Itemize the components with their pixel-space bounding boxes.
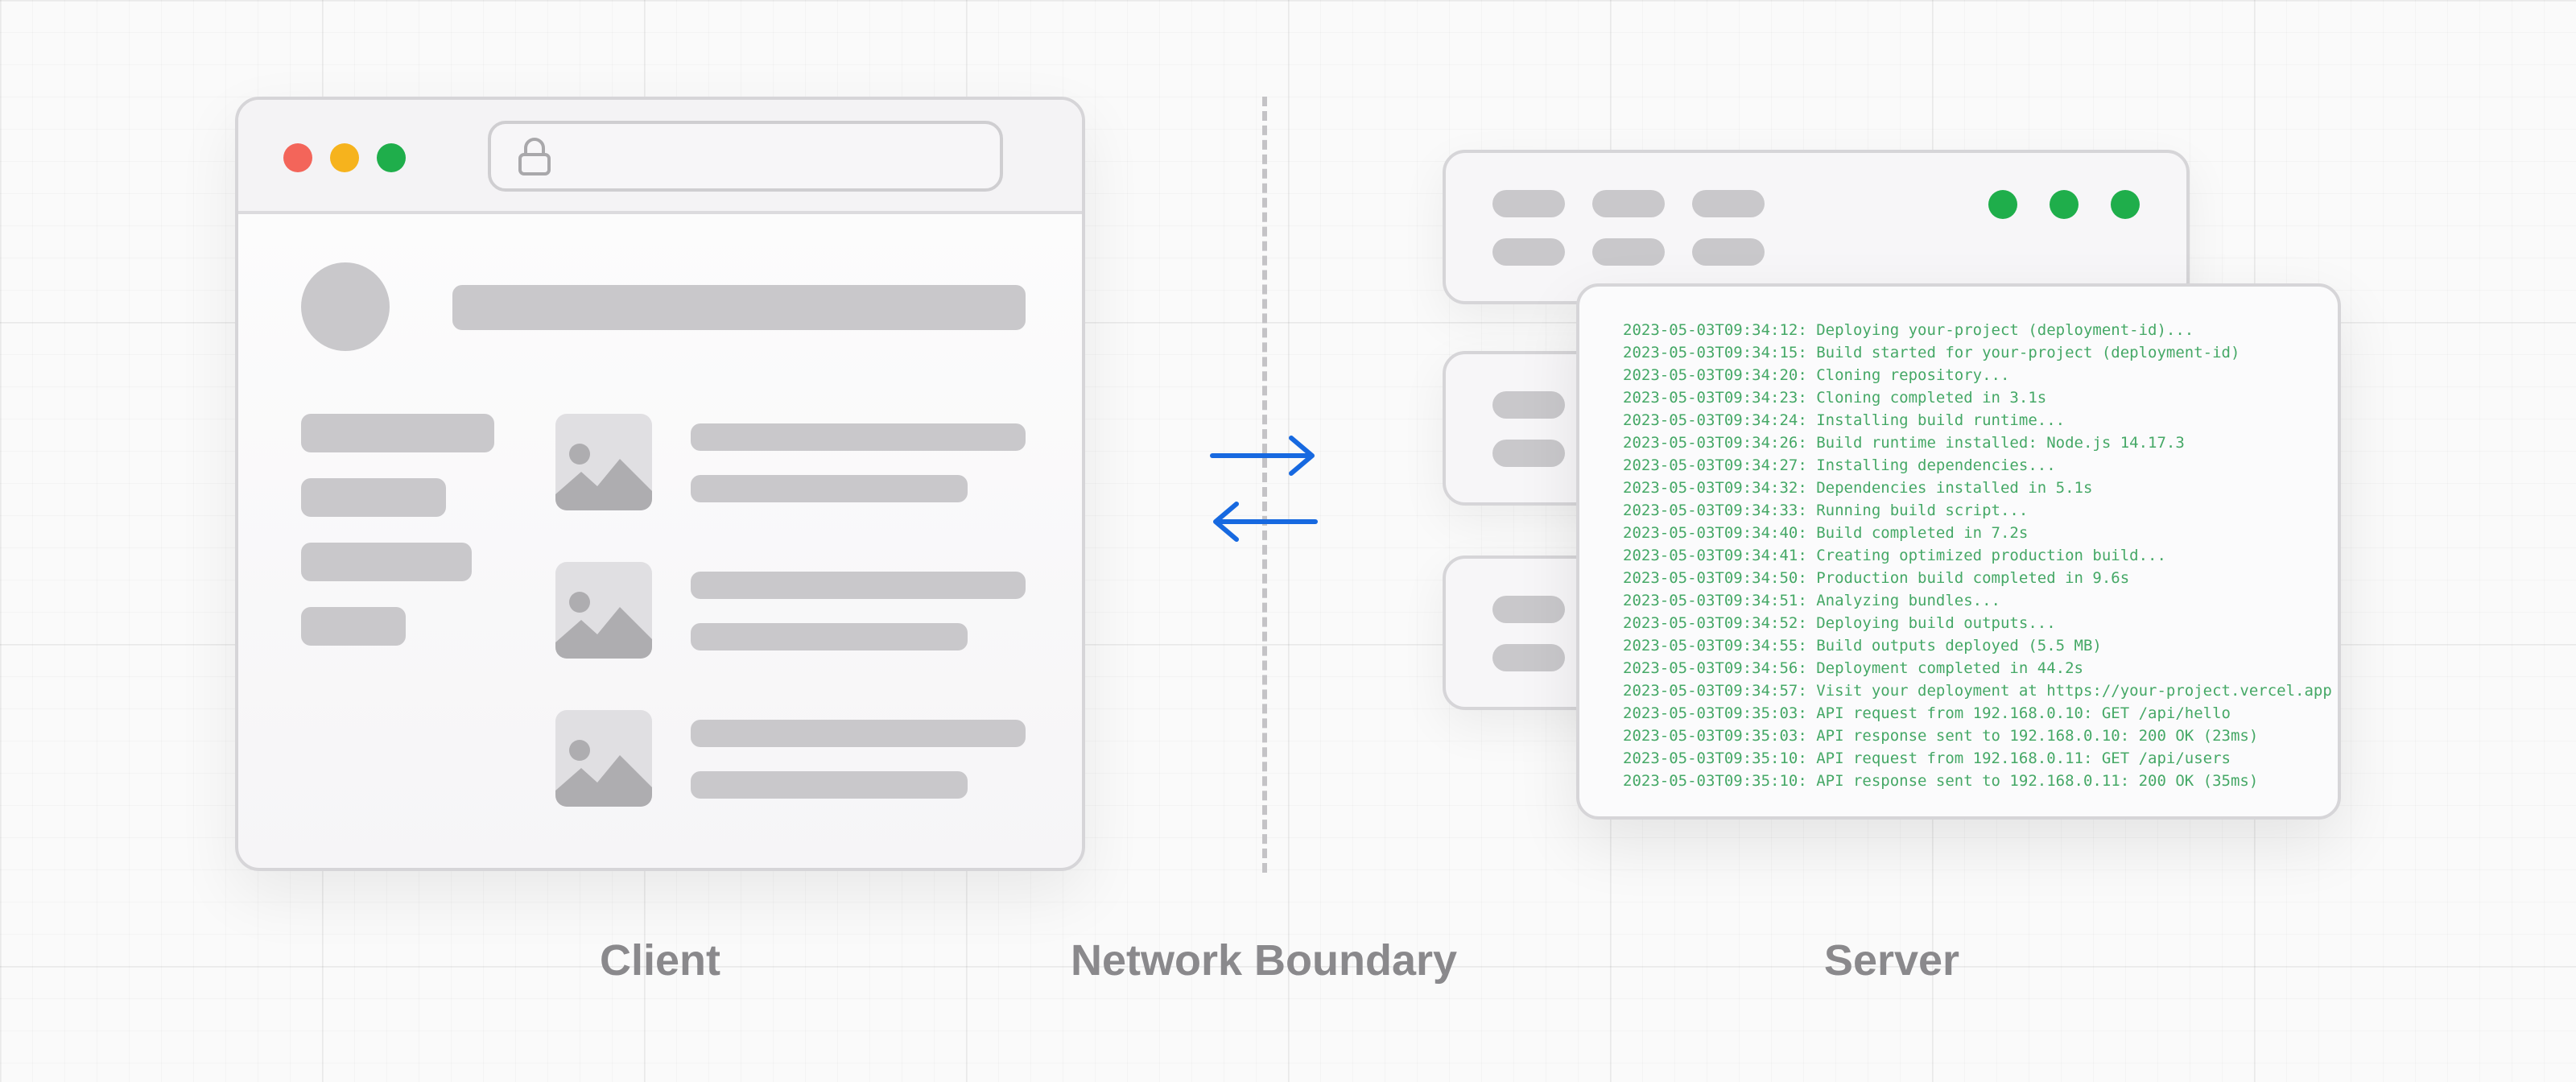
log-line: 2023-05-03T09:34:55: Build outputs deplo… [1623, 637, 2102, 655]
server-status-light [1988, 190, 2017, 219]
lock-icon [518, 138, 551, 176]
server-slot-placeholder [1592, 238, 1665, 266]
maximize-window-dot [377, 143, 406, 172]
content-line-placeholder [691, 720, 1026, 747]
log-line: 2023-05-03T09:34:56: Deployment complete… [1623, 659, 2083, 677]
avatar-placeholder [301, 262, 390, 351]
browser-toolbar [238, 100, 1082, 214]
log-line: 2023-05-03T09:34:20: Cloning repository.… [1623, 366, 2010, 384]
server-slot-placeholder [1592, 190, 1665, 217]
server-status-light [2111, 190, 2140, 219]
log-line: 2023-05-03T09:35:03: API response sent t… [1623, 727, 2259, 745]
server-slot-placeholder [1492, 644, 1565, 671]
log-line: 2023-05-03T09:35:03: API request from 19… [1623, 704, 2231, 722]
sidebar-placeholder [301, 414, 494, 452]
log-line: 2023-05-03T09:34:41: Creating optimized … [1623, 547, 2166, 564]
server-slot-placeholder [1492, 596, 1565, 623]
server-log-terminal: 2023-05-03T09:34:12: Deploying your-proj… [1576, 283, 2341, 820]
server-slot-placeholder [1492, 440, 1565, 467]
log-line: 2023-05-03T09:35:10: API request from 19… [1623, 750, 2231, 767]
minimize-window-dot [330, 143, 359, 172]
sidebar-placeholder [301, 543, 472, 581]
log-line: 2023-05-03T09:34:26: Build runtime insta… [1623, 434, 2185, 452]
log-line: 2023-05-03T09:34:57: Visit your deployme… [1623, 682, 2332, 700]
log-line: 2023-05-03T09:34:15: Build started for y… [1623, 344, 2240, 361]
log-line: 2023-05-03T09:34:24: Installing build ru… [1623, 411, 2066, 429]
arrow-right-icon [1210, 436, 1315, 476]
image-icon [555, 414, 652, 510]
log-line: 2023-05-03T09:34:27: Installing dependen… [1623, 456, 2056, 474]
log-line: 2023-05-03T09:34:51: Analyzing bundles..… [1623, 592, 2000, 609]
server-slot-placeholder [1692, 190, 1765, 217]
address-bar [488, 121, 1003, 192]
server-log: 2023-05-03T09:34:12: Deploying your-proj… [1623, 319, 2332, 792]
content-line-placeholder [691, 623, 968, 650]
content-line-placeholder [691, 771, 968, 799]
server-label: Server [1823, 936, 1960, 985]
close-window-dot [283, 143, 312, 172]
server-rack-unit [1443, 150, 2190, 304]
network-boundary-line [1262, 97, 1267, 873]
server-slot-placeholder [1492, 391, 1565, 419]
content-line-placeholder [691, 475, 968, 502]
content-line-placeholder [691, 572, 1026, 599]
image-icon [555, 710, 652, 807]
log-line: 2023-05-03T09:34:32: Dependencies instal… [1623, 479, 2093, 497]
sidebar-placeholder [301, 478, 446, 517]
title-placeholder [452, 285, 1026, 330]
server-slot-placeholder [1692, 238, 1765, 266]
server-status-light [2050, 190, 2079, 219]
log-line: 2023-05-03T09:34:12: Deploying your-proj… [1623, 321, 2194, 339]
client-browser-window [235, 97, 1085, 871]
log-line: 2023-05-03T09:34:33: Running build scrip… [1623, 502, 2029, 519]
network-boundary-label: Network Boundary [1070, 936, 1458, 985]
log-line: 2023-05-03T09:34:50: Production build co… [1623, 569, 2130, 587]
server-slot-placeholder [1492, 238, 1565, 266]
log-line: 2023-05-03T09:34:40: Build completed in … [1623, 524, 2029, 542]
server-slot-placeholder [1492, 190, 1565, 217]
log-line: 2023-05-03T09:35:10: API response sent t… [1623, 772, 2259, 790]
image-icon [555, 562, 652, 659]
log-line: 2023-05-03T09:34:52: Deploying build out… [1623, 614, 2056, 632]
sidebar-placeholder [301, 607, 406, 646]
content-line-placeholder [691, 423, 1026, 451]
client-label: Client [599, 936, 720, 985]
arrow-left-icon [1213, 502, 1318, 542]
log-line: 2023-05-03T09:34:23: Cloning completed i… [1623, 389, 2047, 407]
